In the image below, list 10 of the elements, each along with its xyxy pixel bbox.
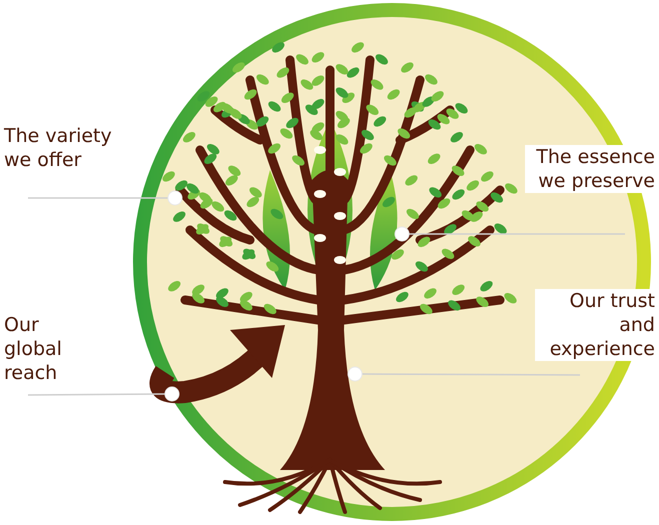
callout-label: Our trust and experience: [535, 289, 657, 361]
leader-line: [409, 233, 625, 235]
callout-label: The essence we preserve: [525, 145, 657, 193]
point-marker: [164, 386, 180, 402]
leader-line: [28, 393, 165, 396]
point-marker: [168, 190, 182, 206]
point-marker: [348, 366, 362, 382]
leader-line: [28, 197, 168, 199]
leader-line: [362, 373, 580, 376]
point-marker: [394, 226, 410, 242]
